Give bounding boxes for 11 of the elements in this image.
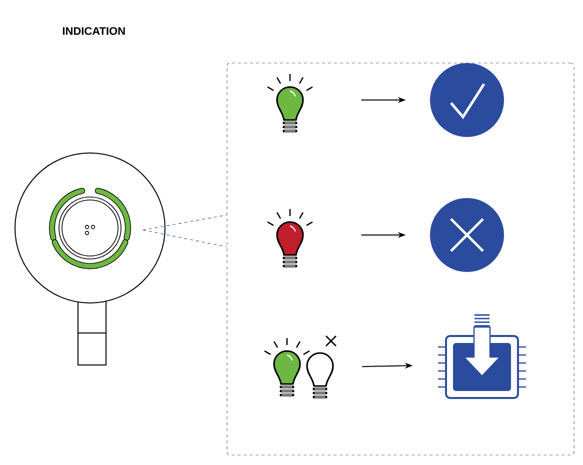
check-icon (430, 63, 504, 137)
bulb-icon (267, 74, 313, 132)
firmware-chip-icon (437, 314, 527, 399)
bulb-icon (267, 209, 313, 268)
device-drawing (14, 152, 166, 366)
leader-line (142, 214, 228, 230)
leader-line (142, 230, 228, 248)
panel-frame (226, 62, 574, 456)
title: INDICATION (62, 27, 125, 35)
cross-icon (430, 198, 504, 272)
blinking-bulbs-icon (264, 335, 337, 398)
